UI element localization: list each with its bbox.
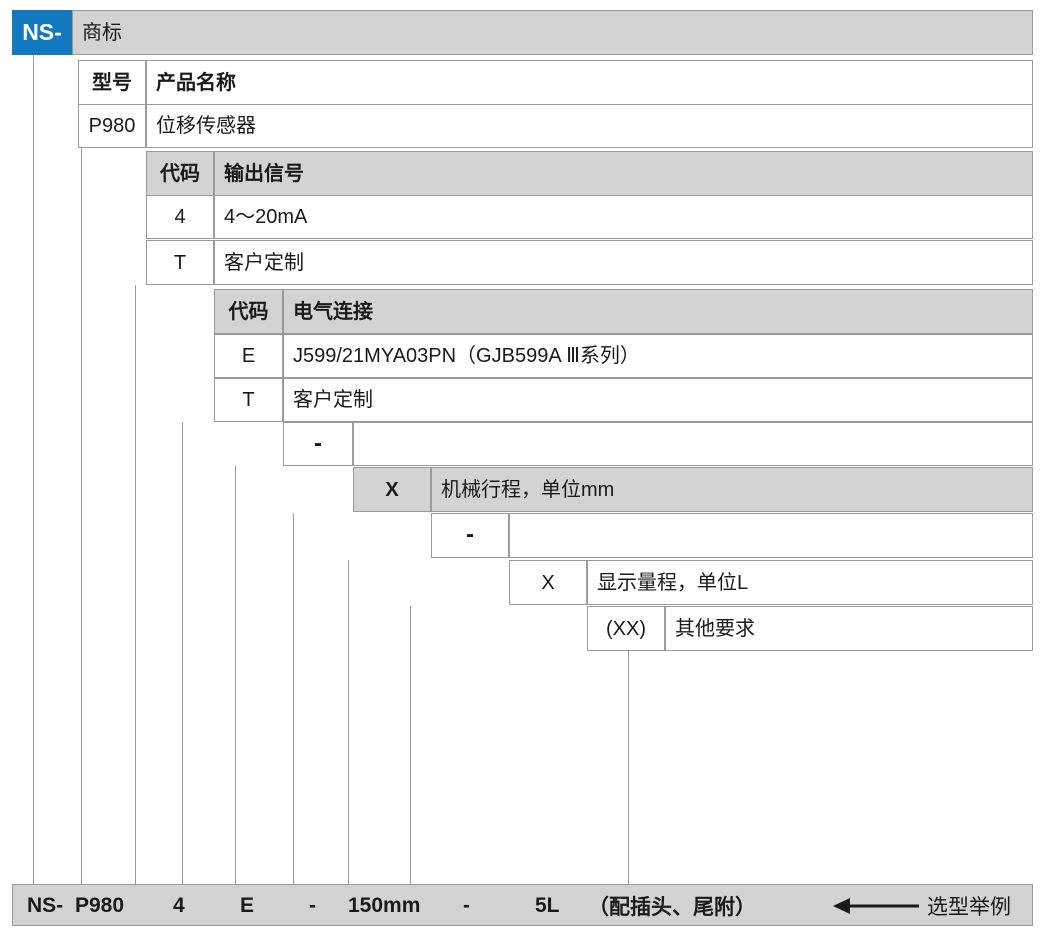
stroke-label-cell: 机械行程，单位mm — [431, 467, 1033, 512]
summary-part-1: P980 — [75, 894, 125, 917]
summary-bar: NS- P980 4 E - 150mm - 5L （配插头、尾附） 选型举例 — [12, 884, 1033, 926]
summary-part-3: E — [240, 894, 255, 917]
electrical-header-code-cell: 代码 — [214, 289, 283, 334]
connector-line-separator-1 — [235, 466, 236, 884]
separator-1-label-cell — [353, 422, 1033, 466]
electrical-option-1-label-cell: 客户定制 — [283, 378, 1033, 422]
model-value-code-cell: P980 — [78, 104, 146, 148]
separator-1-code-cell: - — [283, 422, 353, 466]
output-option-0-label-cell: 4～20mA — [214, 195, 1033, 239]
model-header-label-cell: 产品名称 — [146, 60, 1033, 105]
model-header-code-cell: 型号 — [78, 60, 146, 105]
electrical-header-label-cell: 电气连接 — [283, 289, 1033, 334]
output-header-label-cell: 输出信号 — [214, 151, 1033, 196]
stroke-code-cell: X — [353, 467, 431, 512]
connector-line-model — [81, 147, 82, 884]
brand-code-cell: NS- — [12, 10, 72, 55]
separator-2-label-cell — [509, 513, 1033, 558]
display-range-code-cell: X — [509, 560, 587, 605]
summary-part-0: NS- — [27, 894, 64, 917]
brand-label-cell: 商标 — [72, 10, 1033, 55]
connector-line-stroke — [293, 513, 294, 884]
other-label-cell: 其他要求 — [665, 606, 1033, 651]
electrical-option-1-code-cell: T — [214, 378, 283, 422]
output-header-code-cell: 代码 — [146, 151, 214, 196]
left-arrow-icon — [833, 898, 919, 914]
example-arrow-wrap: 选型举例 — [833, 885, 1011, 927]
connector-line-separator-2 — [348, 560, 349, 884]
output-option-1-code-cell: T — [146, 240, 214, 285]
connector-line-electrical — [182, 422, 183, 884]
output-option-0-code-cell: 4 — [146, 195, 214, 239]
connector-line-other — [628, 651, 629, 884]
summary-part-5: 150mm — [348, 894, 421, 917]
separator-2-code-cell: - — [431, 513, 509, 558]
connector-line-display — [410, 606, 411, 884]
summary-part-7: 5L — [535, 894, 560, 917]
summary-part-6: - — [463, 894, 470, 917]
summary-part-2: 4 — [173, 894, 185, 917]
connector-line-output — [135, 285, 136, 884]
example-note-label: 选型举例 — [927, 896, 1011, 919]
electrical-option-0-code-cell: E — [214, 334, 283, 378]
display-range-label-cell: 显示量程，单位L — [587, 560, 1033, 605]
model-value-label-cell: 位移传感器 — [146, 104, 1033, 148]
summary-part-8: （配插头、尾附） — [588, 896, 756, 919]
other-code-cell: (XX) — [587, 606, 665, 651]
connector-line-brand — [33, 55, 34, 884]
output-option-1-label-cell: 客户定制 — [214, 240, 1033, 285]
electrical-option-0-label-cell: J599/21MYA03PN（GJB599A Ⅲ系列） — [283, 334, 1033, 378]
summary-part-4: - — [309, 894, 316, 917]
